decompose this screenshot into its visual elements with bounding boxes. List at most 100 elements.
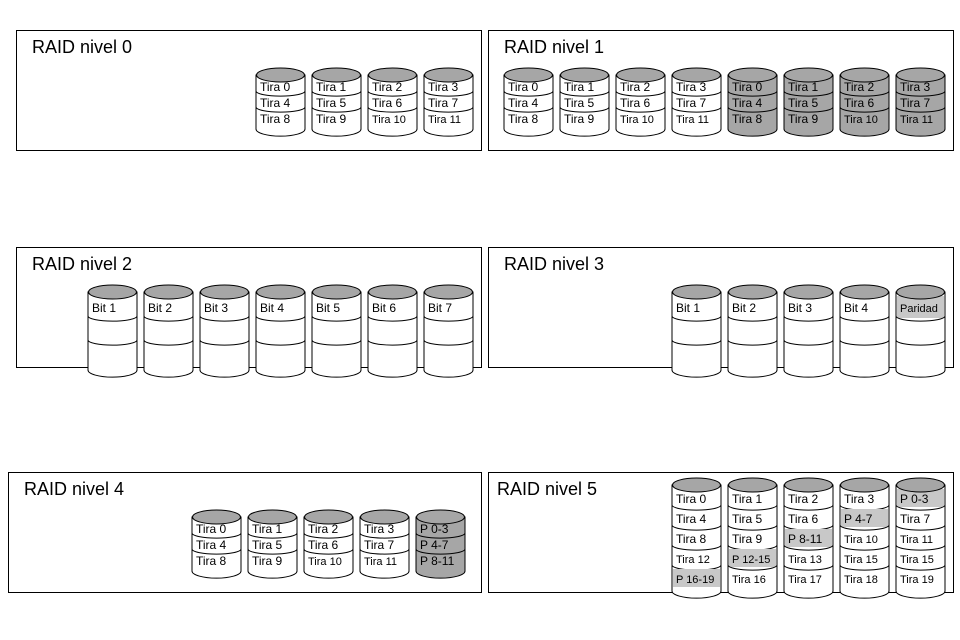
band-divider [415,548,466,555]
band-divider [839,106,890,113]
disk-raid4-4: P 0-3 P 4-7 P 8-11 [415,509,466,579]
disk-band-label: Tira 11 [364,556,397,568]
disk-top [360,509,409,525]
disk-top [200,284,249,300]
band-divider [783,339,834,346]
disk-body [415,516,466,579]
disk-body [727,291,778,378]
panel-title-raid3: RAID nivel 3 [504,254,605,274]
disk-top [896,477,945,493]
disk-band-label: Tira 8 [732,112,763,126]
panel-title-raid2: RAID nivel 2 [32,254,133,274]
band-divider [895,315,946,322]
band-divider [671,544,722,551]
disk-band-label: Tira 0 [676,492,707,506]
disk-raid0-3: Tira 3 Tira 7 Tira 11 [423,67,474,137]
disk-top [896,67,945,83]
disk-top [88,284,137,300]
band-divider [359,532,410,539]
disk-band-label: Tira 1 [732,492,763,506]
band-divider [415,532,466,539]
band-divider [311,106,362,113]
disk-band-label: P 0-3 [420,522,449,536]
band-divider [255,106,306,113]
disk-band-label: P 12-15 [732,554,770,566]
band-divider [191,532,242,539]
disk-band-label: Tira 10 [620,114,654,126]
band-divider [727,504,778,511]
band-divider [783,504,834,511]
disk-body [839,291,890,378]
disk-band-label: Tira 9 [732,532,763,546]
disk-band-label: Tira 6 [788,512,819,526]
band-divider [727,339,778,346]
disk-band-label: Bit 5 [316,301,340,315]
disk-band-label: Tira 7 [428,96,459,110]
disk-top [560,67,609,83]
disk-raid2-4: Bit 5 [311,284,362,378]
disk-body [423,291,474,378]
band-divider [671,504,722,511]
disk-raid3-4: Paridad [895,284,946,378]
band-divider [87,315,138,322]
disk-top [840,67,889,83]
disk-top [728,284,777,300]
disk-band-label: P 8-11 [420,554,455,568]
band-divider [727,564,778,571]
band-shade [673,569,720,587]
band-shade [785,529,832,547]
disk-band-label: Bit 4 [260,301,284,315]
disk-band-label: Tira 12 [676,554,710,566]
disk-band-label: Tira 11 [428,114,461,126]
disk-raid2-0: Bit 1 [87,284,138,378]
band-divider [671,106,722,113]
band-divider [311,315,362,322]
disk-body [359,516,410,579]
disk-band-label: Tira 3 [364,522,395,536]
band-divider [671,90,722,97]
disk-band-label: Tira 3 [428,80,459,94]
disk-band-label: Tira 5 [788,96,819,110]
disk-band-label: Tira 10 [372,114,406,126]
band-divider [671,339,722,346]
disk-top [424,67,473,83]
band-divider [503,106,554,113]
band-divider [423,339,474,346]
disk-top [784,477,833,493]
disk-top [304,509,353,525]
disk-band-label: Tira 6 [620,96,651,110]
band-divider [839,544,890,551]
disk-band-label: Tira 10 [308,556,342,568]
disk-band-label: Tira 15 [844,554,878,566]
disk-band-label: Tira 6 [308,538,339,552]
disk-raid3-2: Bit 3 [783,284,834,378]
disk-band-label: Tira 13 [788,554,822,566]
disk-band-label: Tira 19 [900,574,934,586]
disk-band-label: Tira 2 [844,80,875,94]
band-divider [895,106,946,113]
disk-body [783,291,834,378]
disk-band-label: Tira 3 [844,492,875,506]
disk-band-label: Tira 5 [564,96,595,110]
disk-band-label: Tira 10 [844,534,878,546]
band-divider [143,315,194,322]
band-divider [671,524,722,531]
disk-band-label: P 4-7 [420,538,449,552]
band-divider [895,504,946,511]
band-divider [839,315,890,322]
disk-top [312,67,361,83]
disk-band-label: P 0-3 [900,492,929,506]
band-divider [199,339,250,346]
band-divider [783,90,834,97]
disk-band-label: Tira 3 [900,80,931,94]
